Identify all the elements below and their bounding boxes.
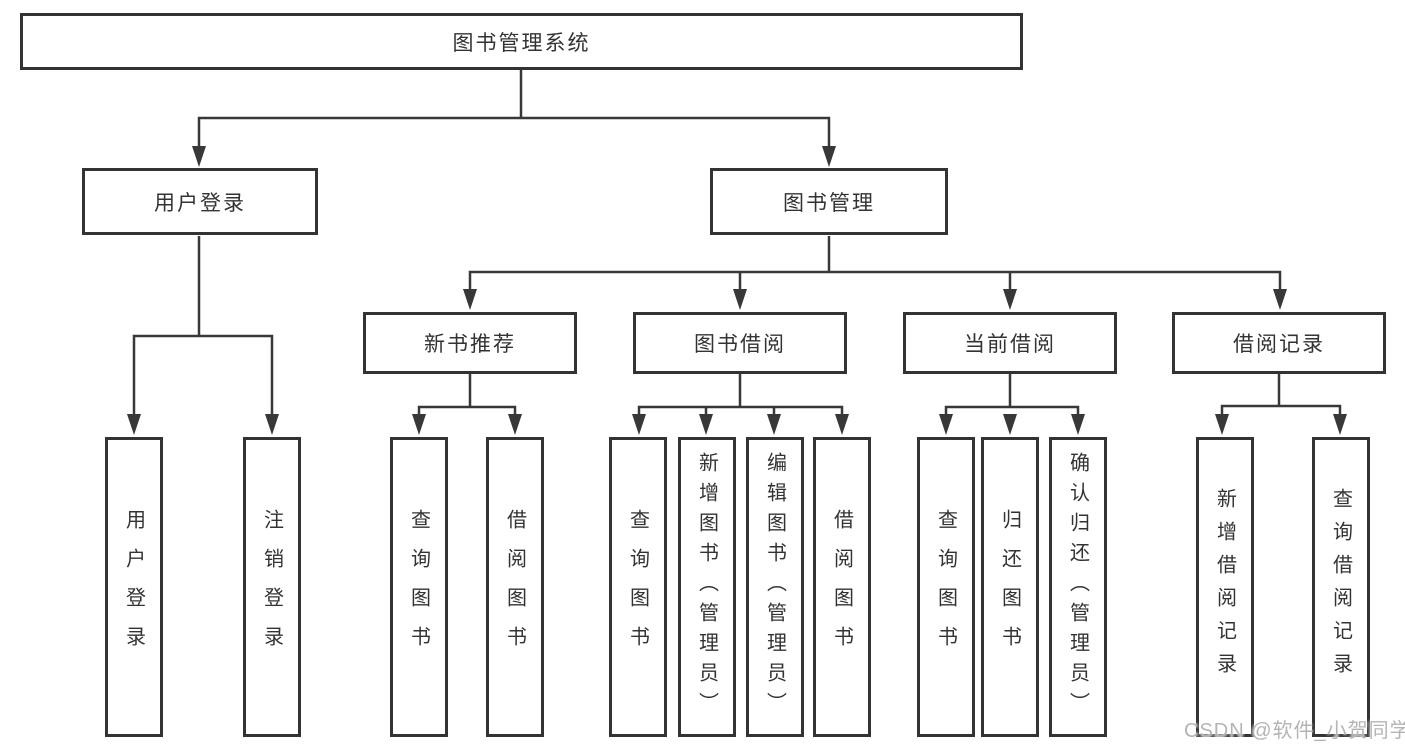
- node-label: 查询图书: [934, 509, 957, 665]
- node-current-borrowing: 当前借阅: [903, 312, 1117, 374]
- node-label: 借阅记录: [1233, 333, 1325, 356]
- arrowheads: [127, 146, 1347, 435]
- node-label: 借阅图书: [830, 509, 853, 665]
- node-library-management-system: 图书管理系统: [20, 13, 1023, 70]
- node-user-login: 用户登录: [82, 168, 318, 235]
- node-leaf-query-books-2: 查询图书: [609, 437, 667, 737]
- node-leaf-return-book: 归还图书: [981, 437, 1039, 737]
- node-label: 注销登录: [260, 509, 283, 665]
- node-label: 当前借阅: [964, 333, 1056, 356]
- node-label: 确认归还（管理员）: [1066, 452, 1089, 722]
- node-label: 归还图书: [998, 509, 1021, 665]
- csdn-watermark: CSDN @软件_小贺同学: [1184, 720, 1405, 742]
- node-leaf-confirm-return-admin: 确认归还（管理员）: [1049, 437, 1107, 737]
- node-leaf-borrow-books-2: 借阅图书: [813, 437, 871, 737]
- node-leaf-query-books-3: 查询图书: [917, 437, 975, 737]
- node-leaf-user-login: 用户登录: [105, 437, 163, 737]
- node-label: 用户登录: [122, 509, 145, 665]
- node-label: 用户登录: [154, 191, 246, 215]
- node-leaf-query-books: 查询图书: [390, 437, 448, 737]
- node-leaf-logout: 注销登录: [243, 437, 301, 737]
- node-leaf-add-borrow-record: 新增借阅记录: [1196, 437, 1254, 737]
- node-label: 查询图书: [407, 509, 430, 665]
- node-label: 图书借阅: [694, 333, 786, 356]
- node-label: 查询借阅记录: [1329, 488, 1352, 686]
- node-label: 新增图书（管理员）: [695, 452, 718, 722]
- node-label: 借阅图书: [503, 509, 526, 665]
- node-new-book-recommendation: 新书推荐: [363, 312, 577, 374]
- node-label: 图书管理系统: [452, 31, 591, 55]
- node-leaf-query-borrow-record: 查询借阅记录: [1312, 437, 1370, 737]
- node-leaf-borrow-books: 借阅图书: [486, 437, 544, 737]
- node-label: 查询图书: [626, 509, 649, 665]
- node-book-borrowing: 图书借阅: [633, 312, 847, 374]
- node-borrowing-records: 借阅记录: [1172, 312, 1386, 374]
- node-book-management: 图书管理: [710, 168, 948, 235]
- node-label: 新书推荐: [424, 333, 516, 356]
- node-label: 图书管理: [783, 191, 875, 215]
- node-label: 编辑图书（管理员）: [763, 452, 786, 722]
- node-leaf-edit-book-admin: 编辑图书（管理员）: [746, 437, 804, 737]
- node-label: 新增借阅记录: [1213, 488, 1236, 686]
- node-leaf-add-book-admin: 新增图书（管理员）: [678, 437, 736, 737]
